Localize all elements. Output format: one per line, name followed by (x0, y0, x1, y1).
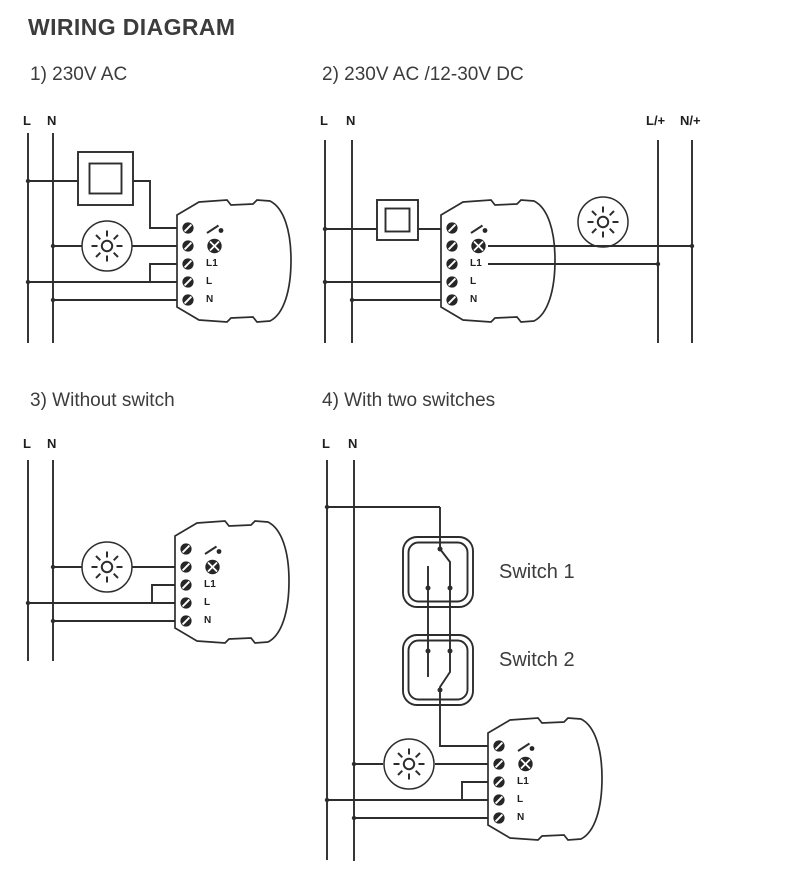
bus-label-l: L (23, 436, 31, 451)
diagram-1-graphics (25, 133, 291, 343)
terminal-label-n: N (206, 294, 214, 305)
terminal-label-l: L (517, 794, 524, 805)
diagram-1-caption: 1) 230V AC (30, 64, 128, 85)
wires (326, 460, 488, 861)
junction-dots (25, 564, 56, 624)
terminal-label-n: N (470, 294, 478, 305)
junction-dots (25, 178, 56, 303)
wall-switch (77, 151, 134, 206)
dimmer-module (488, 718, 602, 840)
wires (324, 140, 693, 343)
dimmer-module (175, 521, 289, 643)
bus-label-n: N (47, 113, 57, 128)
terminal-label-l: L (204, 597, 211, 608)
lamp-icon (577, 196, 629, 248)
bus-label-l: L (23, 113, 31, 128)
diagram-3-graphics (25, 460, 289, 661)
switch-1-label: Switch 1 (499, 561, 575, 583)
diagram-4-caption: 4) With two switches (322, 390, 496, 411)
terminal-label-l1: L1 (206, 258, 219, 269)
dimmer-module (441, 200, 555, 322)
bus-label-n-plus: N/+ (680, 113, 701, 128)
switch-2-rocker (402, 634, 474, 706)
diagram-2-caption: 2) 230V AC /12-30V DC (322, 64, 524, 85)
terminal-label-l1: L1 (470, 258, 483, 269)
bus-label-n: N (47, 436, 57, 451)
terminal-label-l1: L1 (517, 776, 530, 787)
switch-2-label: Switch 2 (499, 649, 575, 671)
lamp-icon (81, 220, 133, 272)
diagram-2-graphics (322, 140, 695, 343)
bus-label-l: L (320, 113, 328, 128)
terminal-label-n: N (517, 812, 525, 823)
bus-label-n: N (348, 436, 358, 451)
bus-label-l: L (322, 436, 330, 451)
bus-label-l-plus: L/+ (646, 113, 666, 128)
diagram-3-caption: 3) Without switch (30, 390, 175, 411)
diagram-4-graphics (324, 460, 602, 861)
wires (27, 133, 177, 343)
terminal-label-l: L (206, 276, 213, 287)
wall-switch (376, 199, 419, 241)
page-title: WIRING DIAGRAM (28, 14, 236, 40)
bus-label-n: N (346, 113, 356, 128)
terminal-label-l1: L1 (204, 579, 217, 590)
terminal-label-l: L (470, 276, 477, 287)
wires (27, 460, 175, 661)
junction-dots (322, 226, 695, 303)
terminal-label-n: N (204, 615, 212, 626)
lamp-icon (383, 738, 435, 790)
dimmer-module (177, 200, 291, 322)
contact-dots (324, 504, 453, 821)
lamp-icon (81, 541, 133, 593)
